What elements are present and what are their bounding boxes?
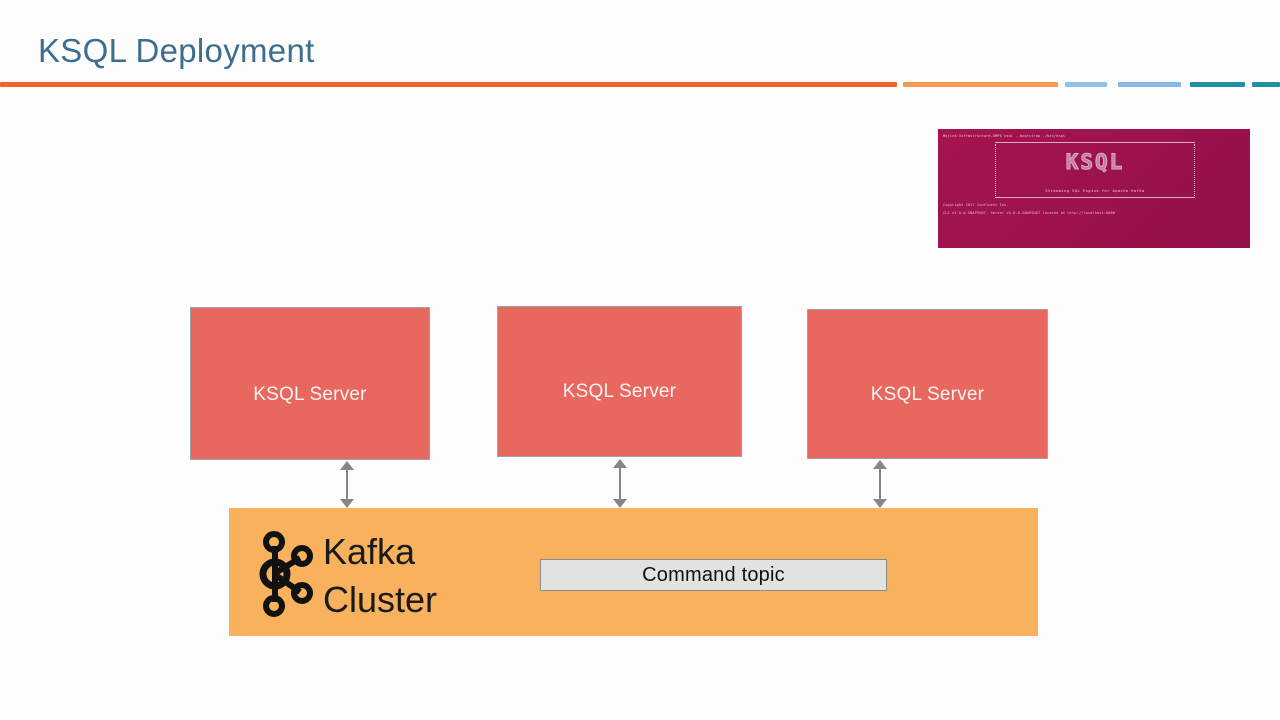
header-rule-segment-light-blue-short — [1065, 82, 1107, 87]
arrow-head-down-3 — [873, 499, 887, 508]
kafka-cluster-label: Kafka Cluster — [323, 528, 437, 624]
ksql-cli-screenshot: Majick:Infrastructure-AMP$ ksql --bootst… — [938, 129, 1250, 248]
command-topic-label: Command topic — [642, 563, 785, 586]
header-rule-segment-teal-short — [1252, 82, 1280, 87]
ksql-server-box-2: KSQL Server — [497, 306, 742, 457]
terminal-footer: Copyright 2017 Confluent Inc. CLI v5.0.0… — [943, 203, 1245, 216]
terminal-ascii-art: KSQL Streaming SQL Engine for Apache Kaf… — [995, 142, 1195, 198]
ascii-art-tagline: Streaming SQL Engine for Apache Kafka — [1045, 188, 1145, 193]
arrow-head-up-1 — [340, 461, 354, 470]
kafka-cluster-label-line2: Cluster — [323, 579, 438, 620]
header-rule-segment-light-blue-long — [1118, 82, 1181, 87]
arrow-shaft-1 — [346, 468, 348, 501]
kafka-logo — [259, 531, 313, 617]
ksql-server-box-3: KSQL Server — [807, 309, 1048, 459]
terminal-prompt-line: Majick:Infrastructure-AMP$ ksql --bootst… — [943, 134, 1066, 138]
header-rule — [0, 82, 1280, 87]
ksql-server-label-3: KSQL Server — [870, 384, 985, 405]
command-topic-box: Command topic — [540, 559, 887, 591]
arrow-shaft-2 — [619, 466, 621, 501]
ascii-art-body: KSQL Streaming SQL Engine for Apache Kaf… — [995, 144, 1195, 196]
bidirectional-arrow-icon-2 — [611, 459, 629, 508]
ksql-server-label-1: KSQL Server — [253, 383, 367, 405]
header-rule-segment-teal-long — [1190, 82, 1245, 87]
terminal-version-line: CLI v5.0.0-SNAPSHOT, Server v5.0.0-SNAPS… — [943, 211, 1116, 215]
arrow-shaft-3 — [879, 467, 881, 501]
arrow-head-down-1 — [340, 499, 354, 508]
arrow-head-up-3 — [873, 460, 887, 469]
arrow-head-down-2 — [613, 499, 627, 508]
ksql-server-label-2: KSQL Server — [562, 380, 677, 402]
terminal-copyright-line: Copyright 2017 Confluent Inc. — [943, 203, 1009, 207]
page-title: KSQL Deployment — [38, 32, 315, 69]
kafka-cluster-box: Kafka Cluster Command topic — [229, 508, 1038, 636]
ascii-art-top-rule — [995, 142, 1195, 143]
ascii-art-bottom-rule — [995, 197, 1195, 198]
header-rule-segment-light-orange — [903, 82, 1058, 87]
kafka-cluster-label-line1: Kafka — [323, 531, 416, 572]
header-rule-segment-main-orange — [0, 82, 897, 87]
ascii-art-ksql-word: KSQL — [1065, 150, 1125, 175]
bidirectional-arrow-icon-1 — [338, 461, 356, 508]
bidirectional-arrow-icon-3 — [871, 460, 889, 508]
arrow-head-up-2 — [613, 459, 627, 468]
ksql-server-box-1: KSQL Server — [190, 307, 430, 460]
